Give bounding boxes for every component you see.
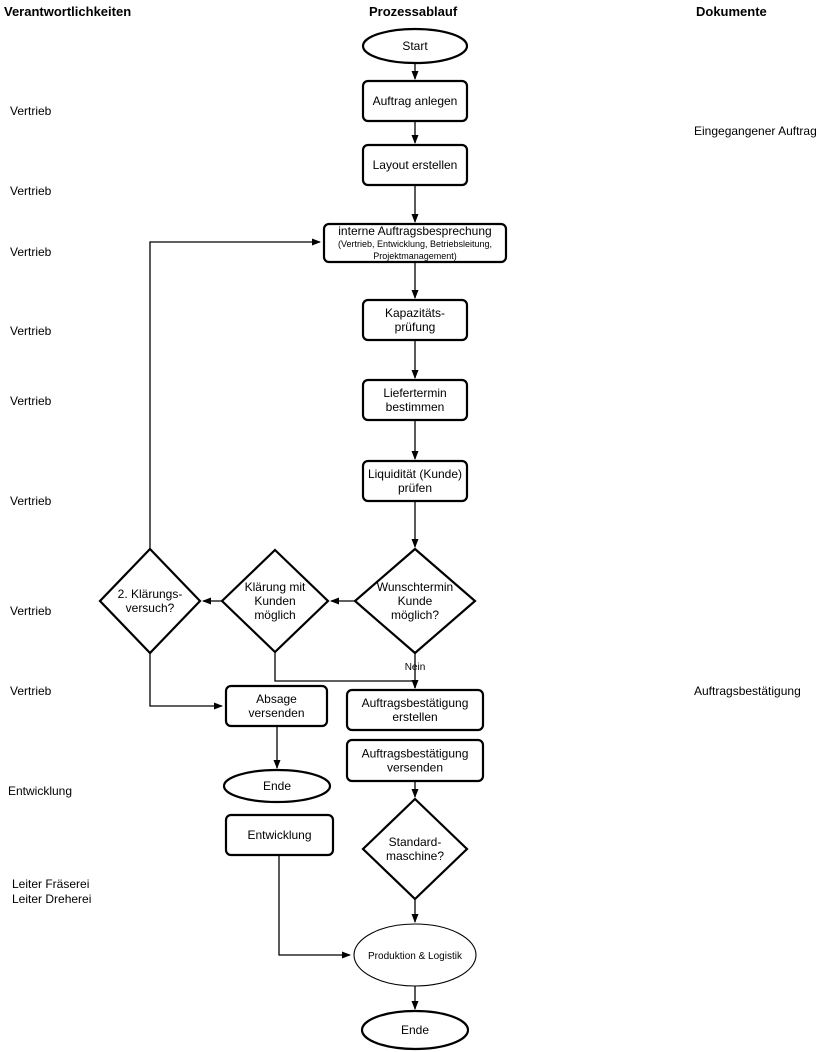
- node-layout[interactable]: Layout erstellen: [361, 143, 469, 187]
- connector-entwicklung-produktion: [278, 855, 351, 959]
- header-documents: Dokumente: [696, 4, 767, 19]
- node-label: Klärung mit: [245, 580, 306, 594]
- responsibility-label: Vertrieb: [10, 245, 52, 259]
- node-auftrag[interactable]: Auftrag anlegen: [361, 79, 469, 123]
- node-label: prüfen: [398, 481, 432, 495]
- node-label: Kunde: [398, 594, 433, 608]
- node-label: möglich: [254, 608, 295, 622]
- responsibility-label: Vertrieb: [10, 324, 52, 338]
- header-responsibilities: Verantwortlichkeiten: [4, 4, 131, 19]
- node-label: Auftragsbestätigung: [362, 696, 469, 710]
- connector-klaerung-ab: [274, 652, 419, 689]
- connector-versuch2-absage: [149, 653, 223, 710]
- node-versuch2[interactable]: 2. Klärungs-versuch?: [98, 547, 202, 655]
- responsibility-label: Entwicklung: [8, 784, 72, 798]
- responsibility-label: Vertrieb: [10, 394, 52, 408]
- node-label: Entwicklung: [247, 828, 311, 842]
- connector-label-nein-label: Nein: [405, 662, 426, 673]
- node-standard[interactable]: Standard-maschine?: [361, 797, 469, 901]
- node-besprechung[interactable]: interne Auftragsbesprechung(Vertrieb, En…: [322, 222, 508, 264]
- node-liquiditaet[interactable]: Liquidität (Kunde)prüfen: [361, 459, 469, 503]
- node-label: Kapazitäts-: [385, 306, 445, 320]
- node-produktion[interactable]: Produktion & Logistik: [353, 923, 477, 987]
- node-label: Layout erstellen: [373, 158, 458, 172]
- connector-label-layer: Nein: [405, 662, 426, 673]
- node-label: (Vertrieb, Entwicklung, Betriebsleitung,: [338, 239, 492, 249]
- document-label: Auftragsbestätigung: [694, 684, 801, 698]
- node-entwicklung[interactable]: Entwicklung: [224, 813, 335, 857]
- responsibility-label: Leiter Dreherei: [12, 892, 91, 906]
- node-label: Absage: [256, 692, 297, 706]
- node-label: möglich?: [391, 608, 439, 622]
- node-label: Ende: [401, 1023, 429, 1037]
- responsibility-label: Leiter Fräserei: [12, 877, 89, 891]
- responsibility-labels: VertriebVertriebVertriebVertriebVertrieb…: [8, 104, 91, 906]
- responsibility-label: Vertrieb: [10, 684, 52, 698]
- responsibility-label: Vertrieb: [10, 604, 52, 618]
- connector-layer: [149, 63, 419, 1010]
- node-label: bestimmen: [386, 400, 445, 414]
- node-label: versenden: [387, 761, 443, 775]
- node-label: Liquidität (Kunde): [368, 467, 462, 481]
- node-label: Standard-: [389, 835, 442, 849]
- column-headers: Verantwortlichkeiten Prozessablauf Dokum…: [4, 4, 767, 19]
- connector-versuch2-besprechung: [149, 238, 321, 549]
- node-label: Produktion & Logistik: [368, 951, 463, 962]
- node-label: erstellen: [392, 710, 437, 724]
- header-process: Prozessablauf: [369, 4, 458, 19]
- node-label: Projektmanagement): [373, 251, 457, 261]
- node-label: Ende: [263, 779, 291, 793]
- node-label: interne Auftragsbesprechung: [338, 224, 491, 238]
- node-label: Kunden: [254, 594, 295, 608]
- node-label: Liefertermin: [383, 386, 446, 400]
- node-label: versenden: [248, 706, 304, 720]
- node-label: versuch?: [126, 601, 175, 615]
- responsibility-label: Vertrieb: [10, 494, 52, 508]
- node-start[interactable]: Start: [361, 27, 469, 65]
- node-label: prüfung: [395, 320, 436, 334]
- node-label: Start: [402, 39, 428, 53]
- node-ende_absage[interactable]: Ende: [222, 768, 332, 804]
- node-label: Wunschtermin: [377, 580, 453, 594]
- node-kapazitaet[interactable]: Kapazitäts-prüfung: [361, 298, 469, 342]
- document-label: Eingegangener Auftrag: [694, 124, 817, 138]
- node-label: 2. Klärungs-: [118, 587, 183, 601]
- node-label: Auftragsbestätigung: [362, 747, 469, 761]
- responsibility-label: Vertrieb: [10, 104, 52, 118]
- node-ende_final[interactable]: Ende: [360, 1009, 470, 1051]
- node-label: Auftrag anlegen: [373, 94, 458, 108]
- responsibility-label: Vertrieb: [10, 184, 52, 198]
- node-label: maschine?: [386, 849, 444, 863]
